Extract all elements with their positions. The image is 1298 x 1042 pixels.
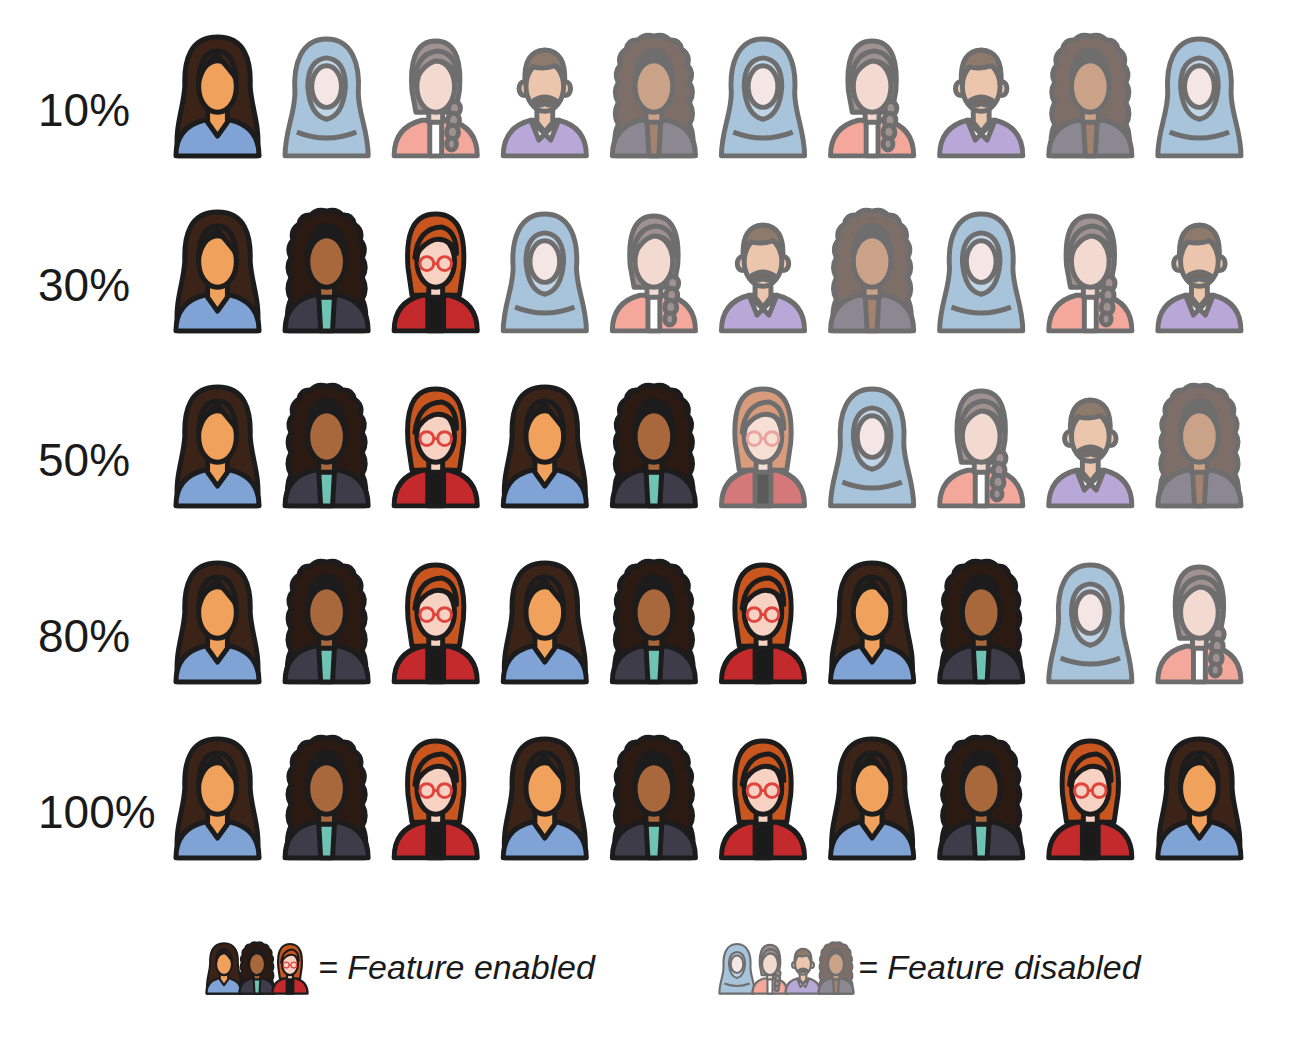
- enabled-avatar: [1158, 739, 1241, 858]
- percentage-label: 50%: [38, 435, 130, 486]
- disabled-avatar: [1158, 39, 1241, 156]
- enabled-avatar: [176, 739, 259, 858]
- disabled-avatar: [1049, 35, 1132, 156]
- enabled-avatar: [831, 563, 914, 682]
- enabled-avatar: [285, 561, 368, 682]
- legend-label: = Feature enabled: [318, 949, 595, 986]
- disabled-avatar: [1158, 225, 1241, 331]
- legend-avatar: [239, 942, 274, 993]
- percentage-label: 100%: [38, 787, 156, 838]
- disabled-avatar: [394, 41, 477, 156]
- disabled-avatar: [831, 41, 914, 156]
- disabled-avatar: [1049, 216, 1132, 331]
- disabled-avatar: [721, 225, 804, 331]
- legend-avatar: [206, 943, 241, 993]
- enabled-avatar: [503, 387, 586, 506]
- disabled-avatar: [721, 389, 804, 506]
- disabled-avatar: [1049, 400, 1132, 506]
- enabled-avatar: [503, 739, 586, 858]
- enabled-avatar: [503, 563, 586, 682]
- enabled-avatar: [831, 739, 914, 858]
- legend-avatar: [818, 942, 853, 993]
- legend-avatar: [785, 949, 820, 994]
- enabled-avatar: [940, 561, 1023, 682]
- avatar-row: [176, 737, 1241, 858]
- disabled-avatar: [612, 216, 695, 331]
- enabled-avatar: [721, 565, 804, 682]
- percentage-label: 80%: [38, 611, 130, 662]
- avatar-row: [176, 35, 1241, 156]
- enabled-avatar: [285, 385, 368, 506]
- legend-sample: [719, 942, 853, 993]
- enabled-avatar: [612, 561, 695, 682]
- disabled-avatar: [721, 39, 804, 156]
- avatar-row: [176, 210, 1241, 331]
- legend-avatar: [719, 944, 754, 994]
- enabled-avatar: [285, 737, 368, 858]
- disabled-avatar: [1049, 565, 1132, 682]
- disabled-avatar: [503, 50, 586, 156]
- legend-avatar: [752, 945, 787, 994]
- disabled-avatar: [940, 50, 1023, 156]
- percentage-label: 30%: [38, 260, 130, 311]
- disabled-avatar: [612, 35, 695, 156]
- disabled-avatar: [831, 389, 914, 506]
- enabled-avatar: [394, 741, 477, 858]
- enabled-avatar: [176, 387, 259, 506]
- enabled-avatar: [394, 565, 477, 682]
- enabled-avatar: [612, 385, 695, 506]
- percentage-label: 10%: [38, 85, 130, 136]
- legend-label: = Feature disabled: [858, 949, 1141, 986]
- enabled-avatar: [394, 389, 477, 506]
- disabled-avatar: [831, 210, 914, 331]
- enabled-avatar: [176, 37, 259, 156]
- enabled-avatar: [285, 210, 368, 331]
- legend-avatar: [272, 944, 307, 994]
- disabled-avatar: [940, 214, 1023, 331]
- enabled-avatar: [176, 563, 259, 682]
- enabled-avatar: [940, 737, 1023, 858]
- disabled-avatar: [285, 39, 368, 156]
- disabled-avatar: [940, 391, 1023, 506]
- avatar-row: [176, 385, 1241, 506]
- disabled-avatar: [503, 214, 586, 331]
- enabled-avatar: [1049, 741, 1132, 858]
- avatar-grid: [176, 35, 1241, 858]
- avatar-row: [176, 561, 1241, 682]
- legend-sample: [206, 942, 307, 993]
- enabled-avatar: [176, 212, 259, 331]
- disabled-avatar: [1158, 385, 1241, 506]
- legend-icons: [206, 942, 853, 993]
- enabled-avatar: [394, 214, 477, 331]
- enabled-avatar: [721, 741, 804, 858]
- disabled-avatar: [1158, 567, 1241, 682]
- enabled-avatar: [612, 737, 695, 858]
